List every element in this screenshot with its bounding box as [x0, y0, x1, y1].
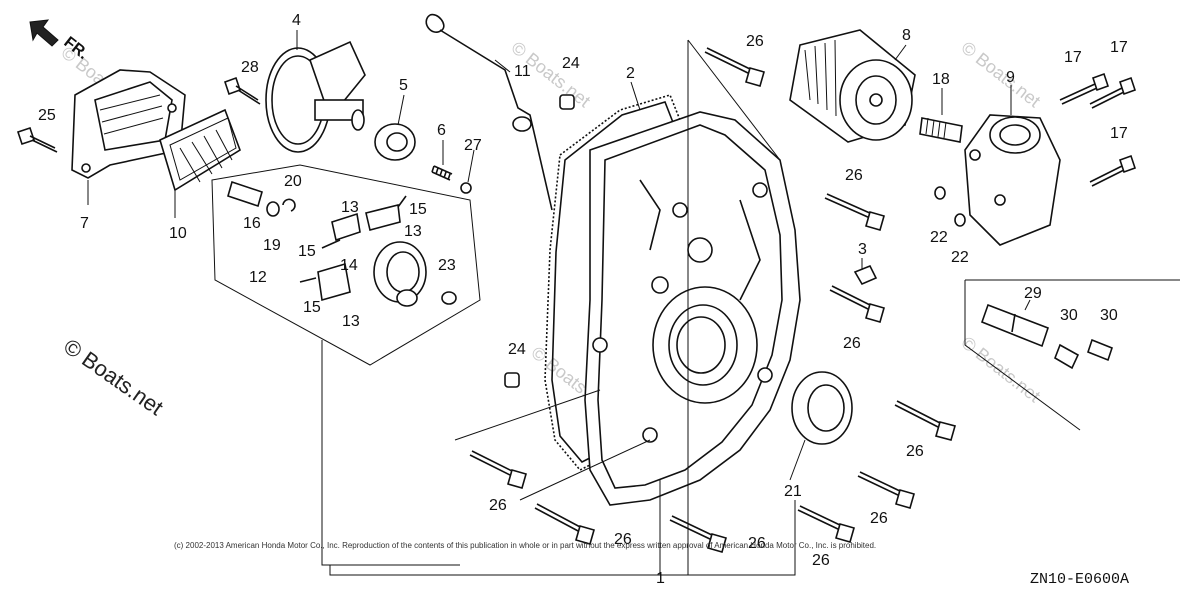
callout-26: 26	[812, 552, 830, 569]
part-11-dipstick	[425, 13, 553, 211]
callout-20: 20	[284, 173, 302, 190]
callout-15: 15	[303, 299, 321, 316]
part-27-check-ball	[460, 182, 472, 194]
part-5-pump-rotor	[374, 123, 416, 161]
callout-17: 17	[1110, 39, 1128, 56]
callout-16: 16	[243, 215, 261, 232]
callout-22: 22	[930, 229, 948, 246]
callout-4: 4	[292, 12, 301, 29]
callout-30: 30	[1100, 307, 1118, 324]
part-22-o-ring	[934, 186, 946, 200]
watermark-faint: © Boats.net	[958, 332, 1045, 406]
callout-26: 26	[870, 510, 888, 527]
callout-8: 8	[902, 27, 911, 44]
callout-15: 15	[298, 243, 316, 260]
part-12-governor-assembly-box	[211, 164, 481, 566]
part-22-o-ring	[954, 213, 966, 227]
part-24-dowel	[559, 94, 575, 110]
part-3-drain-plug	[853, 264, 878, 286]
callout-23: 23	[438, 257, 456, 274]
part-1-crankcase-cover	[584, 111, 801, 506]
watermark-faint: © Boats.net	[958, 37, 1045, 111]
callout-26: 26	[843, 335, 861, 352]
callout-11: 11	[514, 63, 531, 80]
callout-3: 3	[858, 241, 867, 258]
part-24-dowel	[504, 372, 520, 388]
callout-21: 21	[784, 483, 802, 500]
callout-1: 1	[656, 570, 665, 587]
copyright-notice: (c) 2002-2013 American Honda Motor Co., …	[174, 541, 876, 550]
callout-13: 13	[342, 313, 360, 330]
callout-2: 2	[626, 65, 635, 82]
callout-28: 28	[241, 59, 259, 76]
callout-24: 24	[562, 55, 580, 72]
callout-13: 13	[404, 223, 422, 240]
part-26-flange-bolts	[469, 47, 956, 553]
callout-17: 17	[1064, 49, 1082, 66]
part-4-oil-pump-gear	[265, 40, 366, 153]
callout-26: 26	[748, 535, 766, 552]
callout-24: 24	[508, 341, 526, 358]
callout-18: 18	[932, 71, 950, 88]
callout-25: 25	[38, 107, 56, 124]
callout-7: 7	[80, 215, 89, 232]
diagram-code: ZN10-E0600A	[1030, 571, 1129, 588]
part-10-filter-screen	[159, 108, 241, 192]
watermark-main: © Boats.net	[59, 334, 168, 421]
callout-27: 27	[464, 137, 482, 154]
callout-19: 19	[263, 237, 281, 254]
callout-5: 5	[399, 77, 408, 94]
callout-22: 22	[951, 249, 969, 266]
part-17-bolts	[1059, 72, 1137, 187]
part-6-spring	[431, 165, 453, 181]
leader-lines	[87, 30, 1031, 576]
callout-14: 14	[340, 257, 358, 274]
callout-26: 26	[614, 531, 632, 548]
callout-numbers: 25 7 10 28 4 5 6 27 11 24 2 26 8 18 9 17…	[38, 12, 1128, 587]
part-28-bolt	[223, 76, 261, 105]
callout-17: 17	[1110, 125, 1128, 142]
callout-26: 26	[845, 167, 863, 184]
part-25-bolt	[16, 126, 58, 153]
callout-26: 26	[906, 443, 924, 460]
callout-6: 6	[437, 122, 446, 139]
callout-13: 13	[341, 199, 359, 216]
part-18-stud	[919, 117, 963, 143]
callout-9: 9	[1006, 69, 1015, 86]
callout-12: 12	[249, 269, 267, 286]
part-8-oil-filter	[789, 29, 916, 143]
part-9-filter-adapter	[964, 114, 1061, 246]
callout-26: 26	[746, 33, 764, 50]
callout-10: 10	[169, 225, 187, 242]
callout-26: 26	[489, 497, 507, 514]
callout-30: 30	[1060, 307, 1078, 324]
part-7-breather-cover	[71, 69, 186, 179]
inset-box-parts-29-30	[964, 279, 1180, 431]
callout-15: 15	[409, 201, 427, 218]
callout-29: 29	[1024, 285, 1042, 302]
part-21-oil-seal	[791, 371, 853, 445]
